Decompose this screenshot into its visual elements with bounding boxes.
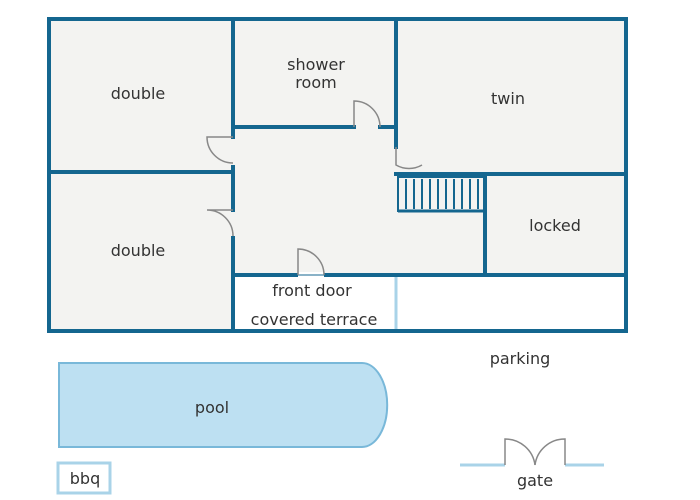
label-bbq: bbq	[70, 469, 100, 488]
door-swing-icon	[206, 209, 234, 237]
room-locked-floor	[485, 174, 626, 275]
label-parking: parking	[490, 349, 551, 368]
label-gate: gate	[517, 471, 553, 490]
room-shower-floor	[233, 19, 396, 127]
room-label-locked: locked	[529, 216, 581, 235]
door-swing-icon	[206, 136, 234, 164]
room-double-bottom-floor	[49, 172, 233, 331]
door-swing-icons	[206, 100, 423, 276]
label-pool: pool	[195, 398, 229, 417]
door-swing-icon	[297, 248, 325, 276]
room-hall-floor	[233, 127, 485, 275]
label-covered-terrace: covered terrace	[251, 310, 378, 329]
room-label-double-top: double	[111, 84, 166, 103]
room-label-shower-line1: shower	[287, 55, 345, 74]
walls	[47, 17, 628, 333]
room-label-shower-line2: room	[295, 73, 336, 92]
stairs-icon	[397, 176, 485, 213]
bbq-box	[56, 461, 112, 495]
room-double-top-floor	[49, 19, 233, 172]
door-swing-icon	[395, 147, 423, 170]
room-fills	[49, 19, 626, 331]
label-front-door: front door	[272, 281, 352, 300]
pool-shape	[58, 362, 389, 448]
room-label-double-bottom: double	[111, 241, 166, 260]
double-gate-icon	[460, 438, 604, 467]
room-label-twin: twin	[491, 89, 525, 108]
door-swing-icon	[353, 100, 381, 128]
